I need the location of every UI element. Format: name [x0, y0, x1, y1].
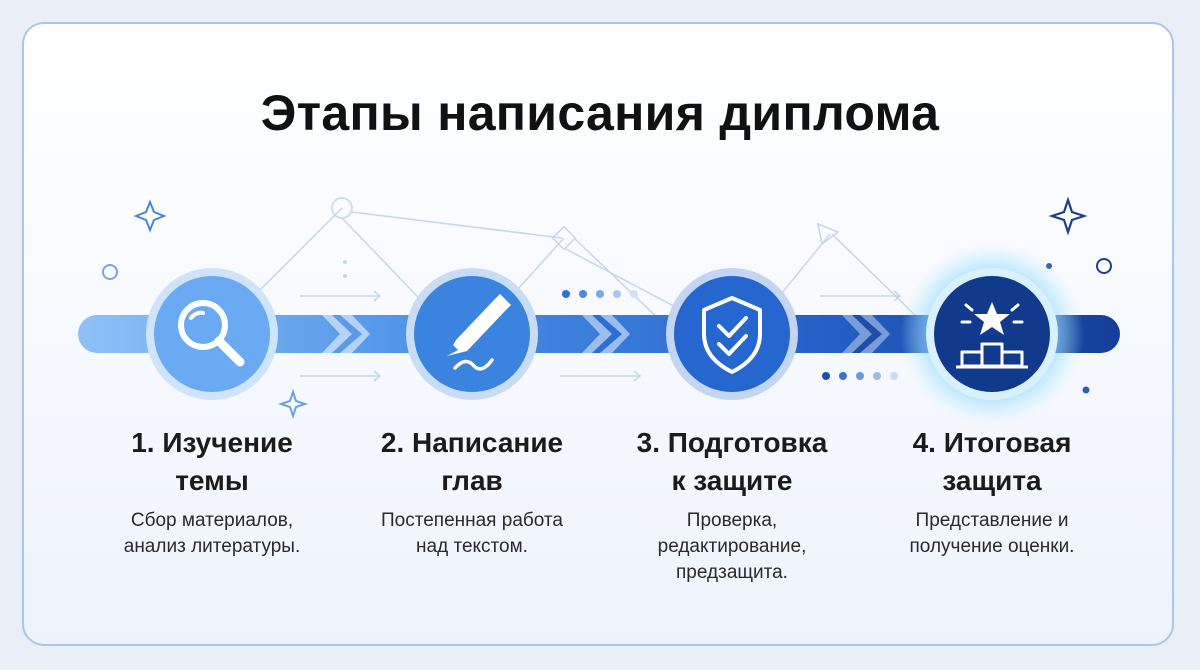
step-1-title-line1: 1. Изучение [131, 427, 293, 458]
step-2-desc-line2: над текстом. [416, 536, 528, 557]
step-1-title-line2: темы [175, 465, 249, 496]
step-4-title-line2: защита [942, 465, 1042, 496]
step-2-title: 2. Написание глав [352, 424, 592, 500]
page-title: Этапы написания диплома [260, 85, 940, 141]
step-3-desc-line2: редактирование, [657, 536, 807, 557]
step-3-desc-line3: предзащита. [676, 562, 788, 583]
step-4-node [900, 242, 1084, 426]
pen-icon [447, 294, 511, 371]
sparkle-icon [133, 199, 167, 233]
step-1-node [146, 268, 278, 400]
progress-bar [78, 315, 1120, 353]
background-dots [343, 260, 347, 278]
step-4-description: Представление и получение оценки. [862, 508, 1122, 560]
step-1-desc-line2: анализ литературы. [123, 536, 301, 557]
star-podium-icon [956, 302, 1028, 369]
step-1-description: Сбор материалов, анализ литературы. [82, 508, 342, 560]
shield-check-icon [702, 296, 762, 374]
magnifier-icon [178, 300, 245, 367]
decor-circle [1096, 258, 1112, 274]
step-3-title: 3. Подготовка к защите [612, 424, 852, 500]
background-network [229, 197, 921, 382]
dot-trail-bottom [822, 372, 898, 380]
decor-dot [1082, 386, 1090, 394]
step-3-desc-line1: Проверка, [686, 510, 778, 531]
decor-circle [102, 264, 118, 280]
step-4-title: 4. Итоговая защита [872, 424, 1112, 500]
step-4-desc-line2: получение оценки. [909, 536, 1075, 557]
step-4-title-line1: 4. Итоговая [912, 427, 1072, 458]
sparkle-icon [277, 388, 309, 420]
step-1-title: 1. Изучение темы [92, 424, 332, 500]
step-2-title-line2: глав [441, 465, 503, 496]
dot-trail-top [562, 290, 638, 298]
step-3-description: Проверка, редактирование, предзащита. [602, 508, 862, 586]
step-3-title-line1: 3. Подготовка [636, 427, 828, 458]
step-2-title-line1: 2. Написание [380, 427, 564, 458]
sparkle-icon [1048, 196, 1088, 236]
step-2-desc-line1: Постепенная работа [381, 510, 563, 531]
step-2-description: Постепенная работа над текстом. [342, 508, 602, 560]
step-4-desc-line1: Представление и [915, 510, 1069, 531]
step-3-title-line2: к защите [671, 465, 793, 496]
step-1-desc-line1: Сбор материалов, [130, 510, 294, 531]
